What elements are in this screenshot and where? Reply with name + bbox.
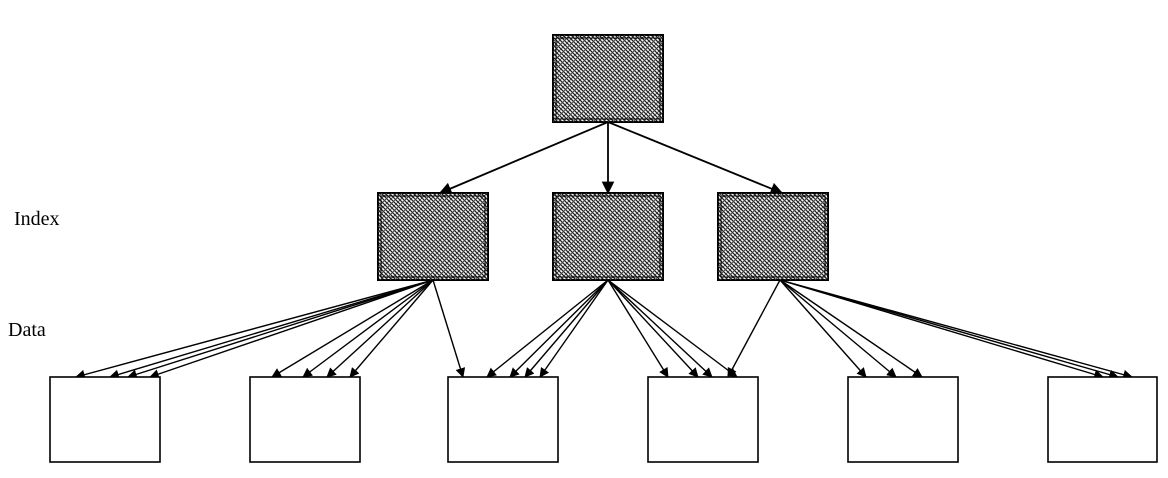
data-node-6 <box>1047 376 1158 463</box>
edge-index-2-data <box>539 279 609 378</box>
edge-index-1-data <box>127 279 434 379</box>
data-node-4 <box>647 376 759 463</box>
edge-root-index-1 <box>438 121 609 195</box>
root-edges <box>438 121 784 195</box>
root-node <box>552 34 664 123</box>
edge-index-3-data <box>779 279 923 378</box>
edge-index-2-data <box>509 279 609 378</box>
data-nodes <box>49 376 1158 463</box>
index-row-label: Index <box>14 208 60 230</box>
edge-index-2-data <box>607 279 669 378</box>
edge-root-index-3 <box>607 121 784 195</box>
edge-index-1-data <box>302 279 434 378</box>
data-node-1 <box>49 376 161 463</box>
data-row-label: Data <box>8 319 46 341</box>
edge-index-3-data <box>779 279 867 378</box>
index-node-1 <box>377 192 489 281</box>
edge-index-1-data <box>75 279 434 380</box>
data-node-5 <box>847 376 959 463</box>
edge-index-3-data <box>727 279 781 378</box>
edge-index-1-data <box>432 279 466 378</box>
data-node-3 <box>447 376 559 463</box>
edge-index-1-data <box>149 279 434 379</box>
edge-index-1-data <box>109 279 434 380</box>
data-node-2 <box>249 376 361 463</box>
index-node-3 <box>717 192 829 281</box>
edge-index-1-data <box>349 279 434 378</box>
index-edges <box>75 279 1133 380</box>
edge-index-2-data <box>607 279 738 378</box>
edge-index-3-data <box>779 279 1133 380</box>
edge-index-2-data <box>607 279 699 378</box>
edge-index-3-data <box>779 279 897 378</box>
edge-index-2-data <box>524 279 609 378</box>
edge-index-1-data <box>271 279 434 378</box>
edge-index-2-data <box>486 279 609 378</box>
edge-index-1-data <box>326 279 434 378</box>
index-node-2 <box>552 192 664 281</box>
edge-index-2-data <box>607 279 713 378</box>
